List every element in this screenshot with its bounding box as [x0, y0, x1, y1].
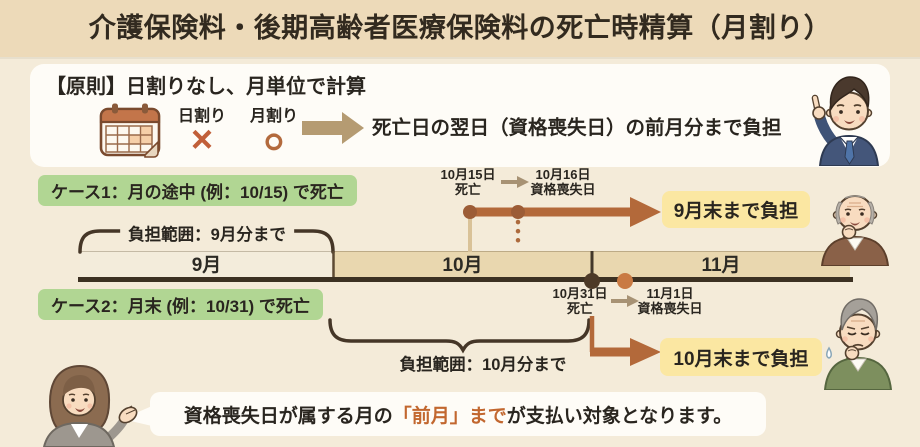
- bubble-text-suffix: が支払い対象となります。: [506, 405, 733, 427]
- bubble-text-highlight: 「前月」まで: [392, 405, 507, 427]
- daily-proration-label: 日割り: [177, 108, 226, 125]
- right-arrow-icon: [300, 108, 366, 148]
- calendar-icon: [98, 101, 164, 161]
- case1-badge: ケース1：月の途中 (例：10/15) で死亡: [38, 175, 357, 206]
- timeline-segment-september: 9月: [80, 251, 333, 279]
- case1-result-badge: 9月末まで負担: [662, 191, 810, 228]
- case1-burden-arrow: [463, 197, 661, 227]
- case2-range-label: 負担範囲：10月分まで: [399, 356, 567, 374]
- elderly-man-smiling-illustration: [816, 170, 894, 266]
- case2-loss-label: 11月1日 資格喪失日: [637, 286, 703, 316]
- case1-loss-label: 10月16日 資格喪失日: [530, 167, 596, 197]
- case2-death-label: 10月31日 死亡: [552, 286, 608, 316]
- case2-result-badge: 10月末まで負担: [660, 338, 822, 376]
- principle-panel: [30, 64, 890, 167]
- title-band: 介護保険料・後期高齢者医療保険料の死亡時精算（月割り）: [0, 0, 920, 57]
- man-in-suit-illustration: [806, 64, 892, 166]
- monthly-proration-label: 月割り: [249, 108, 298, 125]
- case1-death-label: 10月15日 死亡: [440, 167, 496, 197]
- page-title: 介護保険料・後期高齢者医療保険料の死亡時精算（月割り）: [88, 13, 832, 43]
- principle-result-text: 死亡日の翌日（資格喪失日）の前月分まで負担: [372, 117, 782, 139]
- cross-mark-icon: ×: [190, 119, 214, 161]
- elderly-man-worried-illustration: [818, 288, 898, 390]
- timeline-segment-october: 10月: [333, 251, 592, 279]
- case2-badge: ケース2：月末 (例：10/31) で死亡: [38, 289, 323, 320]
- case1-range-label: 負担範囲：9月分まで: [120, 221, 294, 245]
- bubble-text-prefix: 資格喪失日が属する月の: [183, 405, 393, 427]
- case2-burden-arrow: [589, 316, 661, 366]
- principle-heading: 【原則】日割りなし、月単位で計算: [46, 76, 366, 98]
- woman-presenting-illustration: [26, 358, 156, 447]
- circle-mark-icon: ○: [263, 122, 286, 160]
- footer-speech-bubble: 資格喪失日が属する月の「前月」までが支払い対象となります。: [150, 392, 766, 436]
- case2-range-brace: [328, 318, 591, 354]
- timeline-segment-november: 11月: [592, 251, 850, 279]
